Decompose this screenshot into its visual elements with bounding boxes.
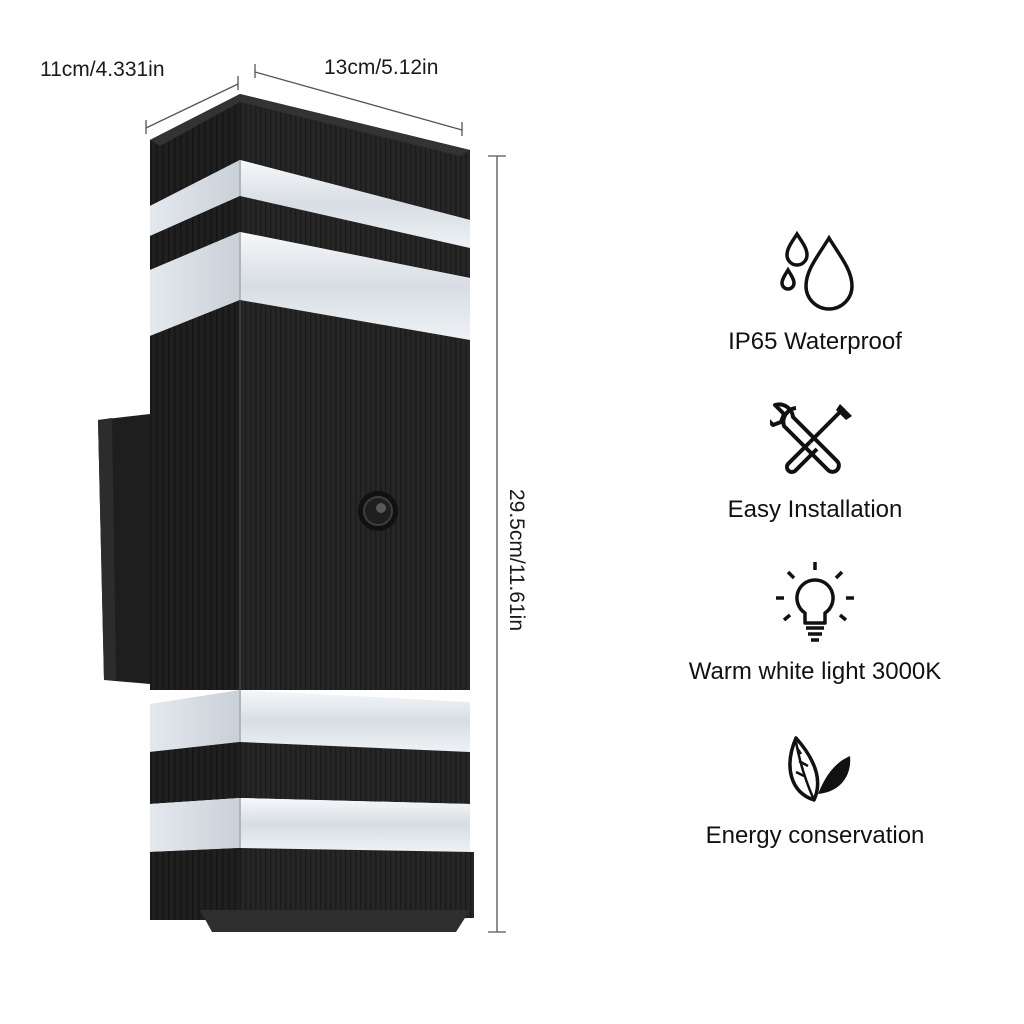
main-body (150, 300, 470, 690)
glass-band-upper-2 (150, 232, 470, 340)
feature-label: Easy Installation (727, 496, 903, 523)
bottom-cap (150, 848, 474, 932)
width-dimension-label: 11cm/4.331in (40, 58, 165, 81)
feature-waterproof: IP65 Waterproof (650, 228, 980, 356)
feature-label: IP65 Waterproof (728, 328, 902, 355)
feature-energy-conservation: Energy conservation (650, 722, 980, 850)
ring-lower-1 (150, 742, 470, 804)
wrench-screwdriver-icon (770, 402, 852, 474)
glass-band-upper-1 (150, 160, 470, 248)
feature-warm-light: Warm white light 3000K (650, 558, 980, 686)
water-drops-icon (780, 230, 854, 311)
top-cap (150, 94, 470, 220)
feature-installation: Easy Installation (650, 396, 980, 524)
leaves-icon (788, 736, 851, 802)
glass-band-lower-2 (150, 798, 470, 852)
ring-upper-1 (150, 196, 470, 278)
wall-bracket (98, 414, 150, 684)
light-bulb-icon (776, 562, 854, 642)
dimension-lines (145, 64, 506, 933)
feature-label: Warm white light 3000K (688, 658, 942, 685)
glass-band-lower-1 (150, 690, 470, 752)
feature-label: Energy conservation (705, 822, 925, 849)
depth-dimension-label: 13cm/5.12in (324, 56, 439, 79)
photocell-sensor-icon (358, 491, 398, 531)
